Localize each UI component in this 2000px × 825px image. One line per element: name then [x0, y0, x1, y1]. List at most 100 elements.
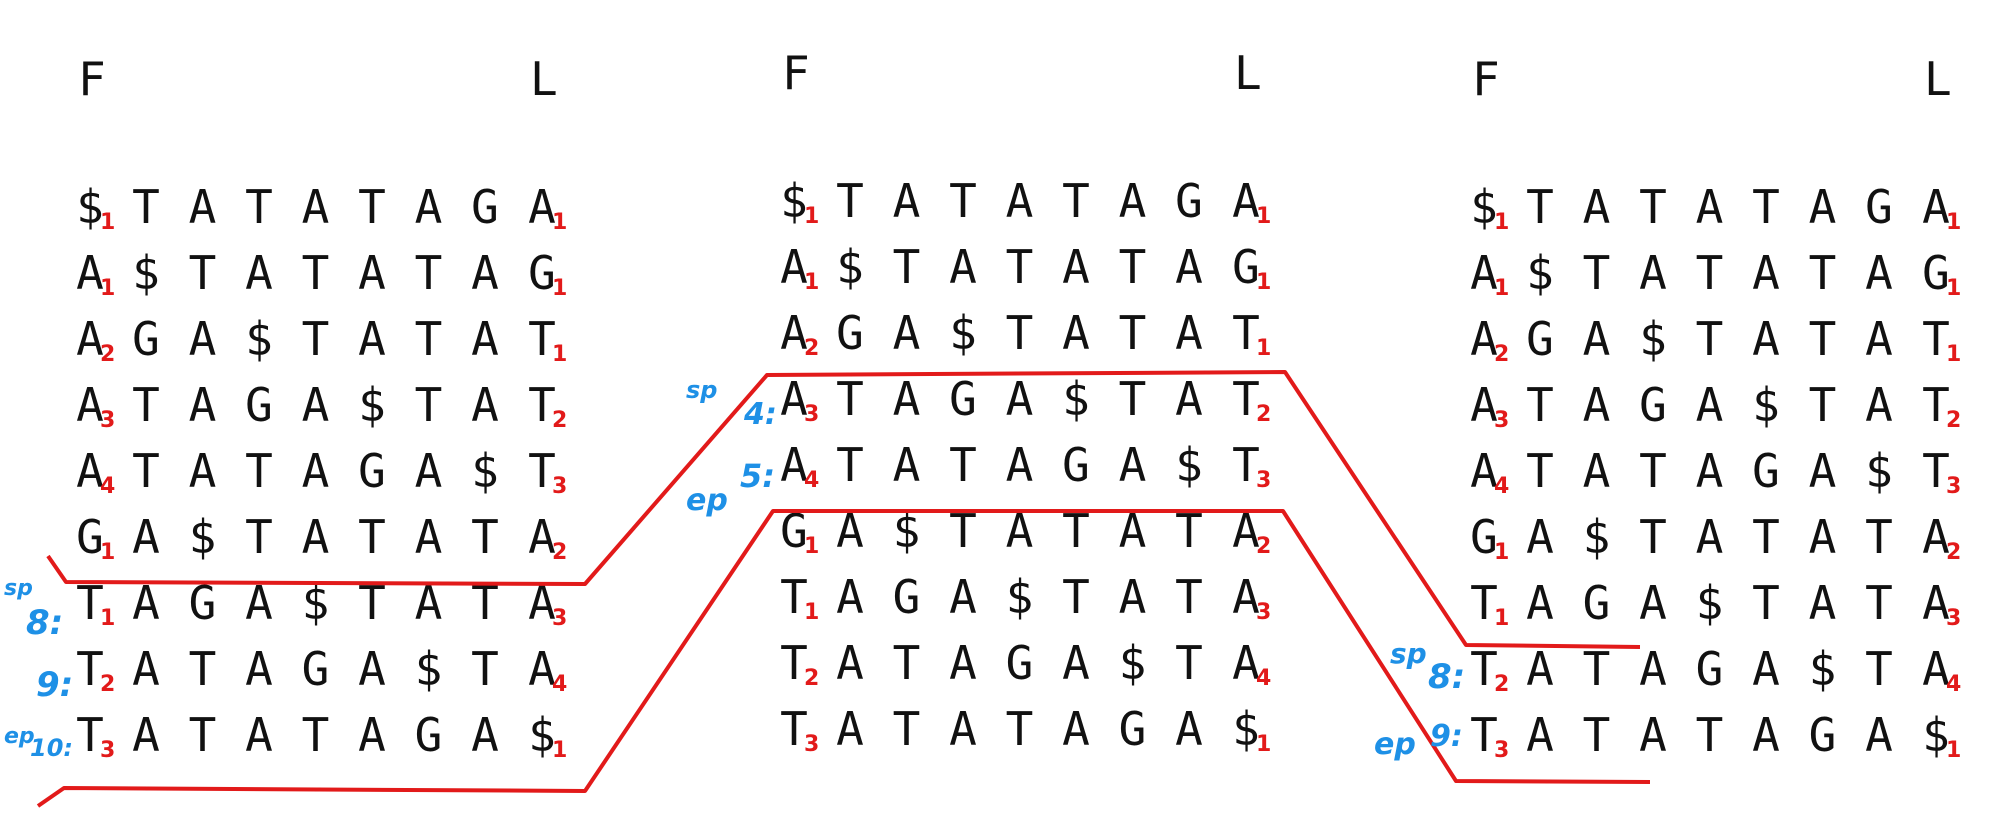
matrix-char: T: [836, 438, 864, 492]
matrix-char: A: [358, 312, 386, 366]
last-column-rank: 2: [1256, 402, 1272, 427]
matrix-char: $: [1865, 444, 1893, 498]
matrix-char: T: [1526, 180, 1554, 234]
matrix-char: T: [836, 174, 864, 228]
matrix-char: T: [949, 438, 977, 492]
matrix-char: A: [414, 444, 443, 498]
last-column-rank: 1: [1256, 732, 1272, 757]
matrix-char: T: [358, 180, 386, 234]
first-column-char: A: [1470, 312, 1498, 366]
matrix-char: $: [1175, 438, 1203, 492]
matrix-char: T: [188, 642, 217, 696]
first-column-char: A: [1470, 246, 1498, 300]
matrix-char: T: [1005, 240, 1034, 294]
matrix-char: A: [1808, 510, 1837, 564]
first-column-rank: 3: [1494, 738, 1510, 763]
matrix-char: A: [1005, 174, 1034, 228]
annotation-index-4-matrix-2: 4:: [744, 397, 777, 432]
matrix-char: T: [1695, 246, 1724, 300]
matrix-char: T: [188, 246, 217, 300]
first-column-rank: 1: [100, 276, 116, 301]
matrix-char: T: [301, 246, 330, 300]
matrix-char: $: [1005, 570, 1034, 624]
matrix-char: A: [892, 372, 921, 426]
last-column-rank: 1: [552, 210, 568, 235]
matrix-char: T: [301, 312, 330, 366]
matrix-char: A: [245, 576, 273, 630]
first-column-char: A: [780, 240, 808, 294]
annotation-index-9-matrix-3: 9:: [1430, 719, 1463, 754]
matrix-char: A: [188, 444, 217, 498]
matrix-char: A: [1639, 642, 1667, 696]
matrix-char: T: [1639, 510, 1667, 564]
first-column-rank: 3: [804, 732, 820, 757]
first-column-rank: 2: [100, 672, 116, 697]
matrix-char: A: [471, 708, 499, 762]
last-column-char: T: [1922, 444, 1950, 498]
matrix-char: A: [245, 246, 273, 300]
matrix-char: A: [1118, 438, 1147, 492]
first-column-rank: 4: [804, 468, 820, 493]
matrix-char: T: [1865, 510, 1893, 564]
matrix-char: T: [1175, 504, 1203, 558]
matrix-char: T: [1582, 642, 1611, 696]
first-column-rank: 1: [100, 210, 116, 235]
last-column-rank: 4: [1256, 666, 1272, 691]
matrix-char: A: [414, 510, 443, 564]
matrix-char: T: [471, 510, 499, 564]
matrix-char: A: [1582, 180, 1611, 234]
matrix-char: G: [1639, 378, 1667, 432]
matrix-char: A: [301, 444, 330, 498]
matrix-char: $: [301, 576, 330, 630]
matrix-char: A: [1118, 570, 1147, 624]
first-column-rank: 2: [804, 666, 820, 691]
last-column-char: T: [1232, 306, 1260, 360]
matrix-char: $: [1695, 576, 1724, 630]
first-column-char: $: [1470, 180, 1498, 234]
matrix-char: A: [1062, 240, 1090, 294]
matrix-char: A: [414, 180, 443, 234]
matrix-char: G: [358, 444, 386, 498]
matrix-char: A: [1695, 378, 1724, 432]
matrix-char: A: [188, 312, 217, 366]
matrix-char: A: [1695, 510, 1724, 564]
last-column-rank: 2: [1946, 540, 1962, 565]
matrix-char: T: [1175, 636, 1203, 690]
first-column-rank: 1: [100, 606, 116, 631]
matrix-char: G: [188, 576, 217, 630]
first-column-rank: 3: [100, 408, 116, 433]
matrix-char: A: [471, 312, 499, 366]
matrix-char: A: [1752, 708, 1780, 762]
matrix-char: G: [1005, 636, 1034, 690]
last-column-rank: 1: [1256, 270, 1272, 295]
matrix-char: T: [1526, 444, 1554, 498]
column-header-first: F: [782, 46, 810, 100]
first-column-char: A: [76, 246, 104, 300]
matrix-char: T: [1118, 372, 1147, 426]
matrix-char: T: [1808, 312, 1837, 366]
matrix-char: G: [1582, 576, 1611, 630]
matrix-char: A: [358, 246, 386, 300]
matrix-char: G: [1752, 444, 1780, 498]
matrix-char: A: [1175, 372, 1203, 426]
matrix-char: G: [1175, 174, 1203, 228]
matrix-char: $: [1752, 378, 1780, 432]
matrix-char: A: [836, 636, 864, 690]
matrix-char: T: [892, 240, 921, 294]
matrix-char: T: [1005, 702, 1034, 756]
matrix-char: T: [414, 246, 443, 300]
first-column-rank: 3: [804, 402, 820, 427]
matrix-char: A: [1175, 306, 1203, 360]
